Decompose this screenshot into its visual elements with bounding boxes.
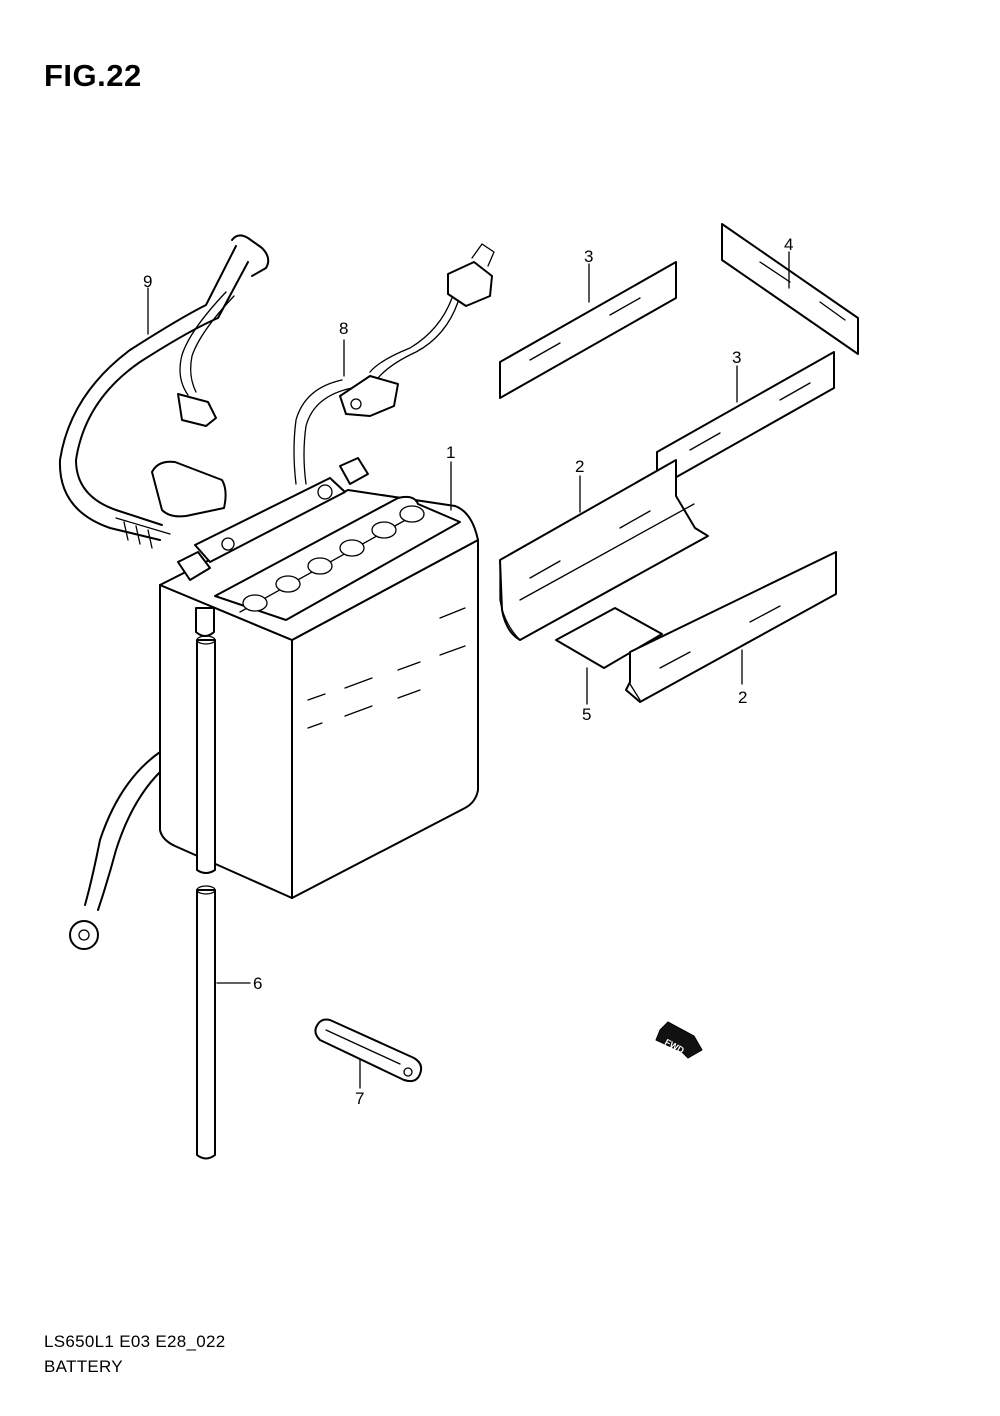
battery-part[interactable] xyxy=(159,457,479,899)
callout-4: 4 xyxy=(784,235,793,254)
callout-3-upper: 3 xyxy=(584,247,593,266)
tray-part-2b[interactable] xyxy=(625,551,837,703)
callout-5: 5 xyxy=(582,705,591,724)
battery-band-part[interactable] xyxy=(314,1018,423,1083)
figure-title: FIG.22 xyxy=(44,58,142,93)
breather-tube-part[interactable] xyxy=(196,635,216,1160)
pad-part-3a[interactable] xyxy=(499,261,677,399)
callout-7: 7 xyxy=(355,1089,364,1108)
callout-2-upper: 2 xyxy=(575,457,584,476)
battery-cable-part[interactable] xyxy=(58,234,270,549)
lead-wire-part[interactable] xyxy=(293,243,495,485)
pad-part-4[interactable] xyxy=(721,223,859,355)
callout-3-middle: 3 xyxy=(732,348,741,367)
figure-code: LS650L1 E03 E28_022 xyxy=(44,1332,226,1351)
callout-2-lower: 2 xyxy=(738,688,747,707)
leader-lines xyxy=(147,251,790,1089)
ground-cable xyxy=(69,751,161,950)
tray-part-2a[interactable] xyxy=(499,459,709,641)
callout-1: 1 xyxy=(446,443,455,462)
figure-name: BATTERY xyxy=(44,1357,123,1376)
forward-arrow-icon: FWD xyxy=(655,1021,703,1059)
plate-part-5[interactable] xyxy=(555,607,663,669)
pad-part-3b[interactable] xyxy=(656,351,835,489)
callout-6: 6 xyxy=(253,974,262,993)
callout-8: 8 xyxy=(339,319,348,338)
callout-9: 9 xyxy=(143,272,152,291)
